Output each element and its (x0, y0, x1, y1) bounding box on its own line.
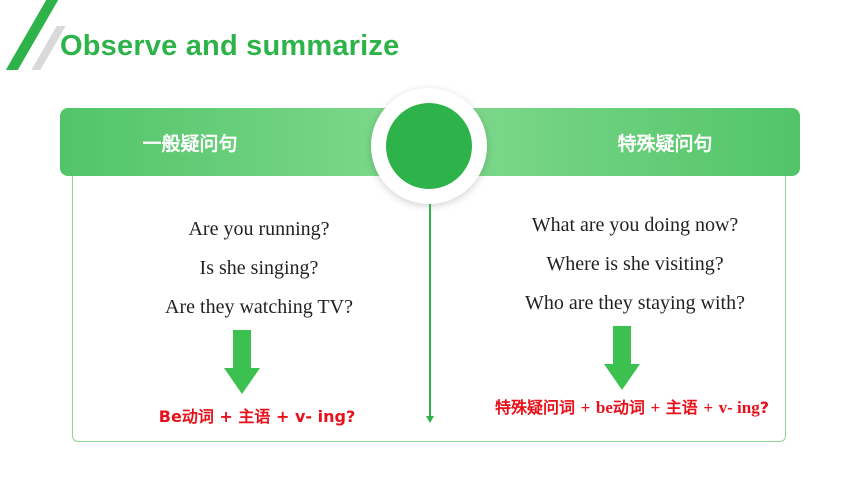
down-arrow-icon (604, 326, 640, 390)
formula-wh-word: 特殊疑问词 (495, 398, 576, 417)
header-bar-yes-no-questions: 一般疑问句 (60, 108, 400, 176)
center-circle (386, 103, 472, 189)
formula-ving: v- ing (294, 407, 346, 426)
formula-plus: + (275, 407, 290, 426)
formula-be-verb: Be动词 (158, 407, 214, 426)
center-divider-line (429, 204, 431, 418)
formula-be-verb-cn: 动词 (612, 398, 645, 417)
wh-question-formula: 特殊疑问词 + be动词 + 主语 + v- ing? (495, 394, 769, 418)
comparison-frame (72, 160, 786, 442)
header-label-wh-questions: 特殊疑问句 (617, 132, 713, 155)
formula-subject: 主语 (665, 398, 698, 417)
formula-be: be (595, 398, 613, 417)
divider-arrow-tip (426, 416, 434, 423)
example-sentence: What are you doing now? (531, 214, 739, 236)
page-title: Observe and summarize (60, 30, 400, 62)
header-bar-wh-questions: 特殊疑问句 (460, 108, 800, 176)
example-sentence: Is she singing? (199, 257, 319, 279)
formula-question-mark: ? (759, 398, 769, 417)
formula-plus: + (219, 407, 233, 426)
formula-plus: + (703, 398, 714, 417)
example-sentence: Where is she visiting? (546, 253, 724, 275)
formula-question-mark: ? (345, 407, 356, 426)
yes-no-question-formula: Be动词 + 主语 + v- ing? (159, 403, 355, 427)
example-sentence: Are you running? (188, 218, 330, 240)
formula-plus: + (650, 398, 661, 417)
down-arrow-icon (224, 330, 260, 394)
formula-ving: v- ing (718, 398, 760, 417)
formula-subject: 主语 (238, 407, 271, 426)
formula-plus: + (580, 398, 591, 417)
header-label-yes-no-questions: 一般疑问句 (142, 132, 238, 155)
example-sentence: Who are they staying with? (525, 292, 745, 314)
example-sentence: Are they watching TV? (165, 296, 353, 318)
